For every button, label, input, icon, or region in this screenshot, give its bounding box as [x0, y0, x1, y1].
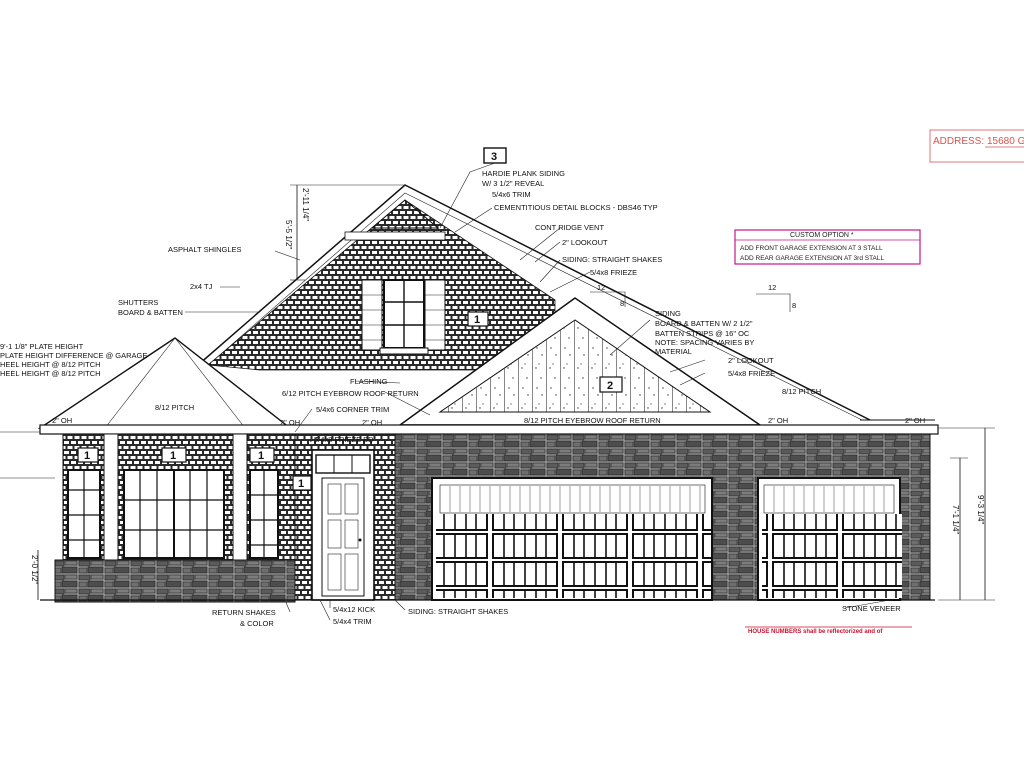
address-label: ADDRESS: [933, 136, 984, 147]
label-pitch-right: 8/12 PITCH [782, 387, 821, 396]
dimension-labels: 2'-11 1/4" 5'-5 1/2" 7'-1 1/4" 9'-3 1/4"… [30, 188, 985, 584]
window-center [123, 469, 225, 559]
address-box: ADDRESS: 15680 G [929, 129, 1024, 163]
label-corner-trim: 5/4x6 CORNER TRIM [316, 405, 389, 414]
label-asphalt-shingles: ASPHALT SHINGLES [168, 245, 242, 254]
tag-upper-1: 1 [474, 314, 480, 326]
label-pitch-12b: 12 [768, 283, 776, 292]
garage-door-single [757, 477, 902, 601]
label-oh-2: 2" OH [280, 418, 300, 427]
label-straight-shakes-bottom: SIDING: STRAIGHT SHAKES [408, 607, 508, 616]
label-pitch-12: 12 [597, 283, 605, 292]
tag-window-center: 1 [170, 450, 176, 462]
label-hardie-siding: HARDIE PLANK SIDING [482, 169, 565, 178]
label-oh-1: 2" OH [52, 416, 72, 425]
custom-option-box: CUSTOM OPTION * ADD FRONT GARAGE EXTENSI… [734, 229, 921, 265]
custom-option-line-2: ADD REAR GARAGE EXTENSION AT 3rd STALL [740, 255, 885, 262]
dim-wall-right: 7'-1 1/4" [951, 505, 960, 534]
label-cementitious: CEMENTITIOUS DETAIL BLOCKS - DBS46 TYP [494, 203, 658, 212]
label-frieze-top: 5/4x8 FRIEZE [590, 268, 637, 277]
label-reveal: W/ 3 1/2" REVEAL [482, 179, 544, 188]
label-oh-5: 2" OH [905, 416, 925, 425]
tag-entry: 1 [298, 478, 304, 490]
leader-lines [185, 162, 891, 621]
tag-window-left: 1 [84, 450, 90, 462]
upper-window [361, 279, 446, 355]
label-trim-kick: 5/4x12 KICK [333, 605, 375, 614]
label-plate-height: 9'-1 1/8" PLATE HEIGHT [0, 342, 84, 351]
label-pitch-8b: 8 [792, 301, 796, 310]
dim-wall-total: 9'-3 1/4" [976, 495, 985, 524]
label-siding-board-5: MATERIAL [655, 347, 692, 356]
porch-stone-base [54, 559, 296, 603]
tag-3: 3 [491, 151, 497, 163]
label-siding-board: SIDING [655, 309, 681, 318]
custom-option-line-1: ADD FRONT GARAGE EXTENSION AT 3 STALL [740, 245, 883, 252]
dim-top-gable: 2'-11 1/4" [301, 188, 310, 221]
label-board-batten: BOARD & BATTEN [118, 308, 183, 317]
dim-left-base: 2'-0 1/2" [30, 555, 39, 584]
label-heel-height-2: HEEL HEIGHT @ 8/12 PITCH [0, 369, 101, 378]
annotations: HARDIE PLANK SIDING W/ 3 1/2" REVEAL 5/4… [0, 169, 925, 628]
label-trim-bottom: 5/4x4 TRIM [333, 617, 372, 626]
label-frieze-mid: 5/4x8 FRIEZE [728, 369, 775, 378]
label-eyebrow-top: 6/12 PITCH EYEBROW ROOF RETURN [282, 389, 419, 398]
label-plate-diff: PLATE HEIGHT DIFFERENCE @ GARAGE [0, 351, 147, 360]
label-frieze-bd: 5/4x8 FRIEZE BD [314, 435, 374, 444]
red-note-text: HOUSE NUMBERS shall be reflectorized and… [748, 629, 883, 635]
tag-2: 2 [607, 380, 613, 392]
label-return-shakes: RETURN SHAKES [212, 608, 276, 617]
custom-option-title: CUSTOM OPTION * [790, 232, 854, 239]
label-oh-3: 2" OH [362, 418, 382, 427]
label-siding-board-2: BOARD & BATTEN W/ 2 1/2" [655, 319, 753, 328]
red-note: HOUSE NUMBERS shall be reflectorized and… [745, 626, 912, 635]
tag-window-right: 1 [258, 450, 264, 462]
label-pitch-8: 8 [620, 299, 624, 308]
label-siding-board-4: NOTE: SPACING VARIES BY [655, 338, 754, 347]
callout-tags: 3 1 2 1 1 1 1 [77, 147, 623, 491]
label-flashing: FLASHING [350, 377, 388, 386]
label-heel-height-1: HEEL HEIGHT @ 8/12 PITCH [0, 360, 101, 369]
label-2x4: 2x4 TJ [190, 282, 213, 291]
garage-door-double [431, 477, 713, 601]
gable-vent [370, 199, 440, 229]
label-eyebrow-bottom: 8/12 PITCH EYEBROW ROOF RETURN [524, 416, 661, 425]
label-lookout-mid: 2" LOOKOUT [728, 356, 774, 365]
address-value: 15680 G [987, 136, 1024, 147]
eave-fascia [39, 424, 939, 435]
label-oh-4: 2" OH [768, 416, 788, 425]
label-straight-shakes-top: SIDING: STRAIGHT SHAKES [562, 255, 662, 264]
label-shutters: SHUTTERS [118, 298, 158, 307]
label-cont-ridge-vent: CONT RIDGE VENT [535, 223, 604, 232]
dimension-lines [0, 184, 995, 601]
label-trim-54x6: 5/4x6 TRIM [492, 190, 531, 199]
label-lookout-top: 2" LOOKOUT [562, 238, 608, 247]
label-color: & COLOR [240, 619, 274, 628]
front-door [311, 449, 375, 601]
label-pitch-left: 8/12 PITCH [155, 403, 194, 412]
window-right-porch [249, 469, 279, 559]
dim-gable-height: 5'-5 1/2" [284, 220, 293, 249]
label-siding-board-3: BATTEN STRIPS @ 16" OC [655, 329, 750, 338]
window-left [67, 469, 101, 559]
label-stone-veneer: STONE VENEER [842, 604, 901, 613]
